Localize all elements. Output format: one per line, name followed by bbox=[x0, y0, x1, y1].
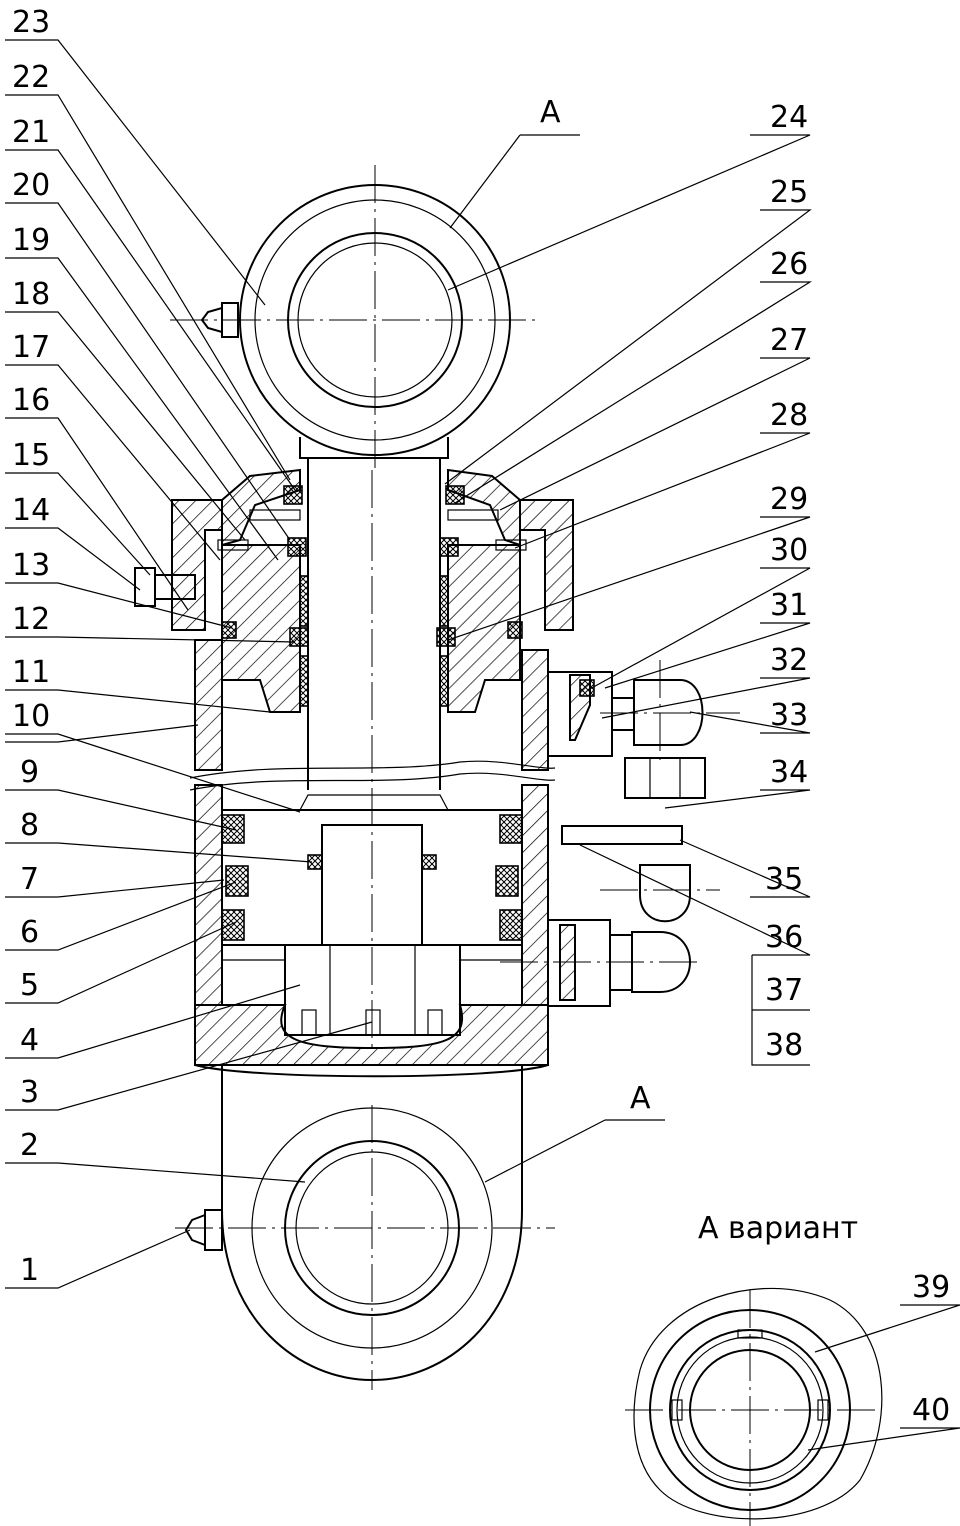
gland-section bbox=[134, 468, 574, 771]
callout-17: 17 bbox=[12, 330, 50, 365]
lower-eye bbox=[175, 1065, 555, 1390]
callout-32: 32 bbox=[770, 643, 808, 678]
callout-23: 23 bbox=[12, 5, 50, 40]
callout-9: 9 bbox=[20, 755, 39, 790]
callout-2: 2 bbox=[20, 1128, 39, 1163]
callout-4: 4 bbox=[20, 1023, 39, 1058]
callout-27: 27 bbox=[770, 323, 808, 358]
callout-11: 11 bbox=[12, 655, 50, 690]
callout-28: 28 bbox=[770, 398, 808, 433]
callout-13: 13 bbox=[12, 548, 50, 583]
callout-24: 24 bbox=[770, 100, 808, 135]
callout-15: 15 bbox=[12, 438, 50, 473]
callout-7: 7 bbox=[20, 862, 39, 897]
callout-31: 31 bbox=[770, 588, 808, 623]
view-marker-bottom: А bbox=[630, 1081, 651, 1116]
callout-34: 34 bbox=[770, 755, 808, 790]
callout-16: 16 bbox=[12, 383, 50, 418]
callout-19: 19 bbox=[12, 223, 50, 258]
view-marker-top: А bbox=[540, 95, 561, 130]
callout-33: 33 bbox=[770, 698, 808, 733]
callout-1: 1 bbox=[20, 1253, 39, 1288]
callout-20: 20 bbox=[12, 168, 50, 203]
callout-37: 37 bbox=[765, 973, 803, 1008]
callout-38: 38 bbox=[765, 1028, 803, 1063]
callout-12: 12 bbox=[12, 602, 50, 637]
callout-14: 14 bbox=[12, 493, 50, 528]
callout-21: 21 bbox=[12, 115, 50, 150]
variant-caption: А вариант bbox=[698, 1211, 858, 1246]
variant-a-view bbox=[625, 1287, 883, 1526]
callout-10: 10 bbox=[12, 699, 50, 734]
callout-25: 25 bbox=[770, 175, 808, 210]
port-fittings-lower bbox=[500, 825, 720, 1007]
callout-26: 26 bbox=[770, 247, 808, 282]
callout-6: 6 bbox=[20, 915, 39, 950]
leader-lines bbox=[5, 39, 960, 1451]
upper-eye bbox=[170, 165, 540, 470]
callout-8: 8 bbox=[20, 808, 39, 843]
callout-35: 35 bbox=[765, 862, 803, 897]
callout-36: 36 bbox=[765, 920, 803, 955]
callout-40: 40 bbox=[912, 1393, 950, 1428]
callout-30: 30 bbox=[770, 533, 808, 568]
callout-18: 18 bbox=[12, 277, 50, 312]
callout-39: 39 bbox=[912, 1270, 950, 1305]
callout-5: 5 bbox=[20, 968, 39, 1003]
port-fittings-upper bbox=[547, 660, 740, 799]
callout-numbers: 23 22 21 20 19 18 17 16 15 14 13 12 11 1… bbox=[12, 5, 950, 1428]
callout-22: 22 bbox=[12, 60, 50, 95]
callout-29: 29 bbox=[770, 482, 808, 517]
callout-3: 3 bbox=[20, 1075, 39, 1110]
